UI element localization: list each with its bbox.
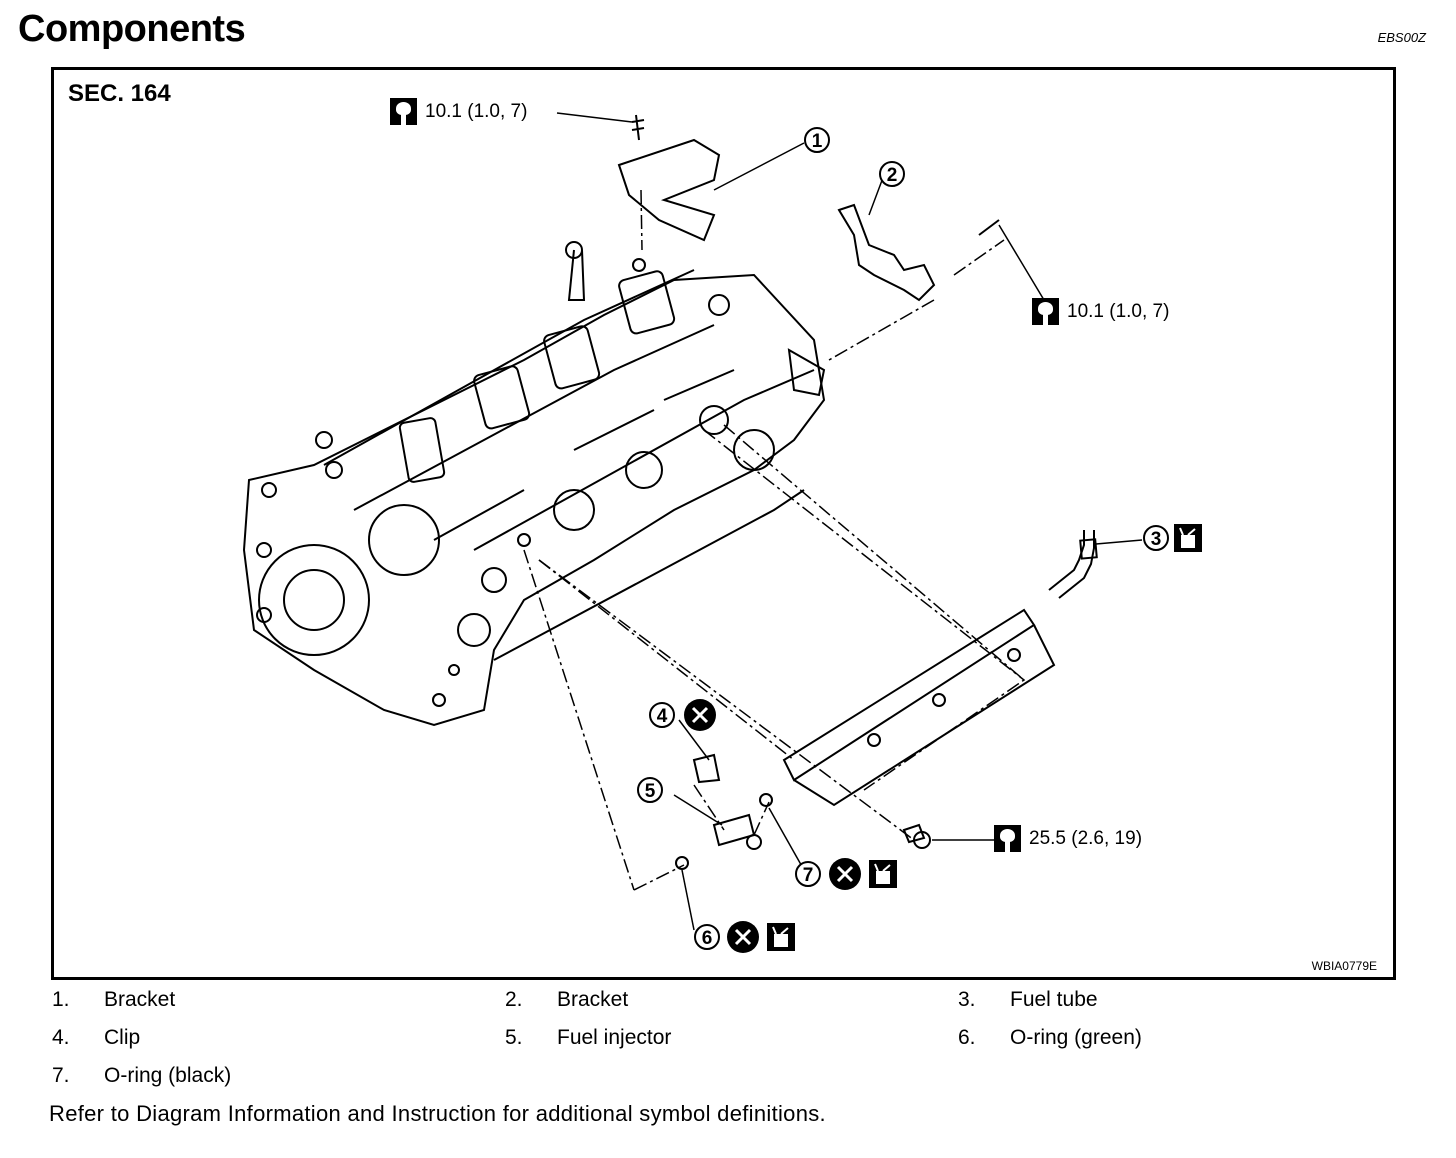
callout-5: 5: [637, 777, 663, 803]
svg-text:7: 7: [803, 865, 814, 886]
svg-text:4: 4: [657, 706, 668, 727]
torque-spec-bracket-2: 10.1 (1.0, 7): [1032, 298, 1169, 325]
section-label: SEC. 164: [68, 80, 171, 107]
oil-can-icon: [767, 923, 795, 951]
torque-value: 10.1 (1.0, 7): [1067, 300, 1170, 322]
oil-can-icon: [1174, 524, 1202, 552]
svg-text:1: 1: [812, 131, 823, 152]
callout-4: 4: [649, 702, 675, 728]
exploded-view-drawing: 1 2 3 4 5 6 7: [242, 112, 1202, 953]
callout-7: 7: [795, 861, 821, 887]
document-code: EBS00Z: [1377, 30, 1426, 45]
svg-text:6: 6: [702, 928, 713, 949]
do-not-reuse-icon: [829, 858, 861, 890]
symbol-note: Refer to Diagram Information and Instruc…: [49, 1101, 826, 1126]
torque-wrench-icon: [390, 98, 417, 125]
do-not-reuse-icons: [684, 699, 861, 953]
clip: [692, 753, 721, 784]
bracket-1: [617, 138, 721, 242]
legend-item: 3.Fuel tube: [958, 988, 1098, 1011]
torque-value: 10.1 (1.0, 7): [425, 100, 528, 122]
svg-text:2: 2: [887, 165, 898, 186]
callout-3: 3: [1143, 525, 1169, 551]
do-not-reuse-icon: [727, 921, 759, 953]
torque-value: 25.5 (2.6, 19): [1029, 827, 1143, 849]
legend-item: 6.O-ring (green): [958, 1026, 1142, 1049]
page-title: Components: [18, 8, 246, 50]
callout-1: 1: [804, 127, 830, 153]
legend-item: 5.Fuel injector: [505, 1026, 672, 1049]
callout-6: 6: [694, 924, 720, 950]
callout-markers: 1 2 3 4 5 6 7: [637, 127, 1169, 950]
torque-wrench-icon: [994, 825, 1021, 852]
oil-can-icons: [767, 524, 1202, 951]
legend-item: 7.O-ring (black): [52, 1064, 232, 1087]
svg-text:3: 3: [1151, 529, 1162, 550]
legend-item: 2.Bracket: [505, 988, 629, 1011]
component-diagram: 1 2 3 4 5 6 7 SEC. 164 10.1 (1.0, 7) 10.…: [51, 67, 1396, 980]
svg-text:5: 5: [645, 781, 656, 802]
oil-can-icon: [869, 860, 897, 888]
torque-spec-bracket-1: 10.1 (1.0, 7): [390, 98, 527, 125]
cylinder-head: [242, 273, 826, 727]
legend-item: 1.Bracket: [52, 988, 176, 1011]
torque-wrench-icon: [1032, 298, 1059, 325]
fuel-tube: [782, 608, 1036, 782]
do-not-reuse-icon: [684, 699, 716, 731]
figure-code: WBIA0779E: [1311, 959, 1377, 973]
legend-item: 4.Clip: [52, 1026, 141, 1049]
callout-2: 2: [879, 161, 905, 187]
torque-spec-fuel-tube: 25.5 (2.6, 19): [994, 825, 1142, 852]
bracket-2: [837, 203, 936, 302]
